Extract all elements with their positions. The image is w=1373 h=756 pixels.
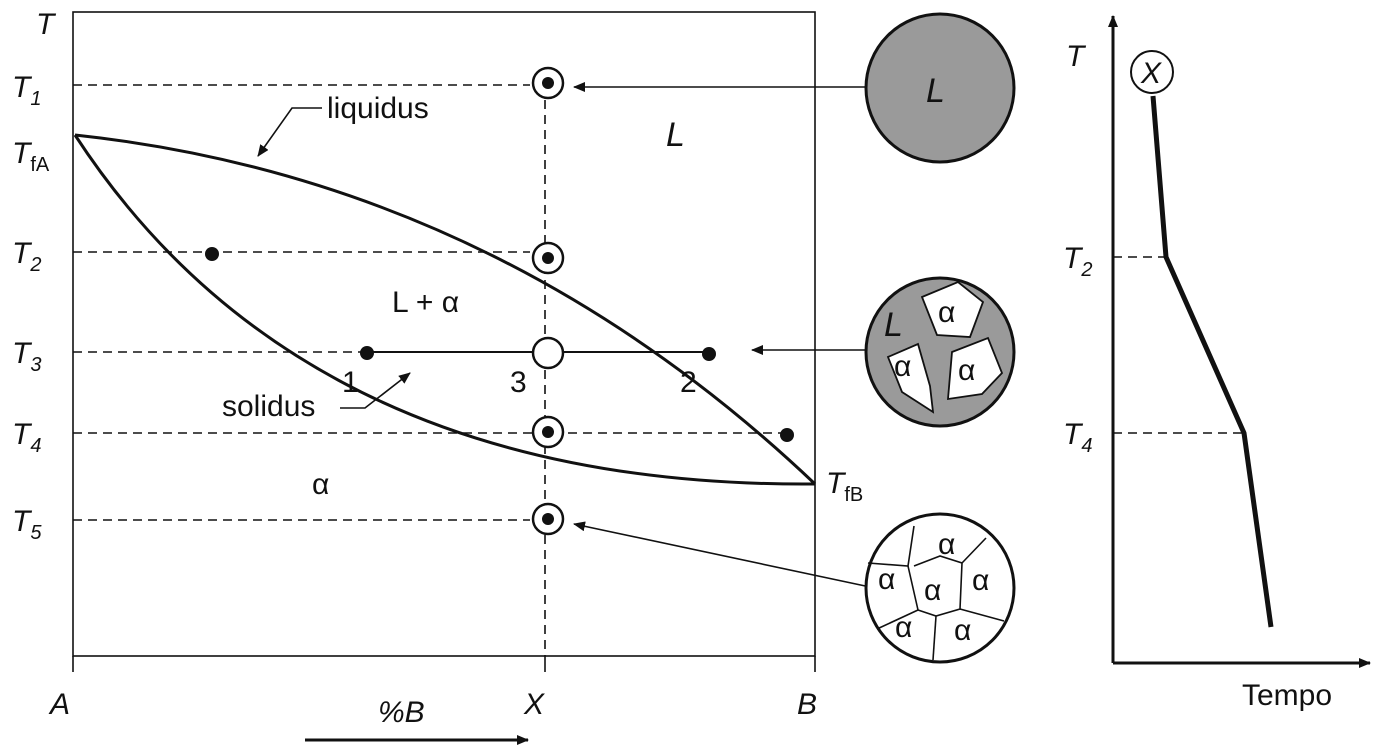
phase-diagram: T T1 TfA T2 T3 T4 T5 TfB A X B %B liquid… [12,8,863,740]
cooling-time-axis-label: Tempo [1242,679,1332,712]
label-tfb: TfB [826,467,863,506]
liquidus-label: liquidus [327,92,429,125]
point-2 [702,347,716,361]
liquidus-point-t4 [780,428,794,442]
svg-text:α: α [878,563,895,596]
liquidus-leader-arrow [258,108,322,156]
point-2-label: 2 [680,366,697,399]
svg-text:α: α [938,528,955,561]
solidus-point-t2 [205,247,219,261]
svg-text:α: α [972,564,989,597]
state-marker-t4 [533,417,563,447]
diagram-frame [73,12,815,656]
label-t3: T3 [12,337,41,376]
x-label-a: A [48,688,70,721]
cooling-label-t2: T2 [1063,242,1092,281]
svg-text:X: X [1140,57,1162,90]
point-3-label: 3 [510,366,527,399]
microstructure-solid-alpha: α α α α α α [866,514,1014,662]
microstructures: L L α α α α α α α α α [574,14,1014,662]
region-two-phase-label: L + α [392,286,459,319]
label-t5: T5 [12,505,42,544]
point-1 [360,346,374,360]
svg-text:α: α [924,574,941,607]
state-marker-t2 [533,243,563,273]
svg-text:α: α [894,350,911,383]
label-t4: T4 [12,418,41,457]
svg-text:L: L [884,306,903,344]
label-t2: T2 [12,237,41,276]
state-marker-t1 [533,68,563,98]
microstructure-liquid-alpha: L α α α [866,278,1014,426]
cooling-start-marker: X [1131,51,1173,93]
solidus-label: solidus [222,390,315,423]
svg-text:α: α [938,296,955,329]
cooling-curve: T Tempo X T2 T4 [1063,16,1370,712]
cooling-label-t4: T4 [1063,418,1092,457]
label-tfa: TfA [12,137,50,176]
label-t1: T1 [12,71,41,110]
x-label-b: B [797,688,817,721]
svg-text:α: α [958,354,975,387]
cooling-curve-line [1153,96,1271,627]
arrow-solid-to-t5 [574,524,870,587]
svg-text:α: α [954,614,971,647]
composition-label: %B [378,696,425,729]
svg-text:L: L [926,72,945,110]
region-alpha-label: α [312,468,329,501]
point-1-label: 1 [342,366,359,399]
svg-text:α: α [895,611,912,644]
region-liquid-label: L [666,116,685,154]
state-marker-t3 [533,338,563,368]
t-axis-label: T [36,8,57,41]
microstructure-liquid: L [866,14,1014,162]
x-label-x: X [523,688,545,721]
state-marker-t5 [533,504,563,534]
cooling-t-axis-label: T [1066,40,1087,73]
